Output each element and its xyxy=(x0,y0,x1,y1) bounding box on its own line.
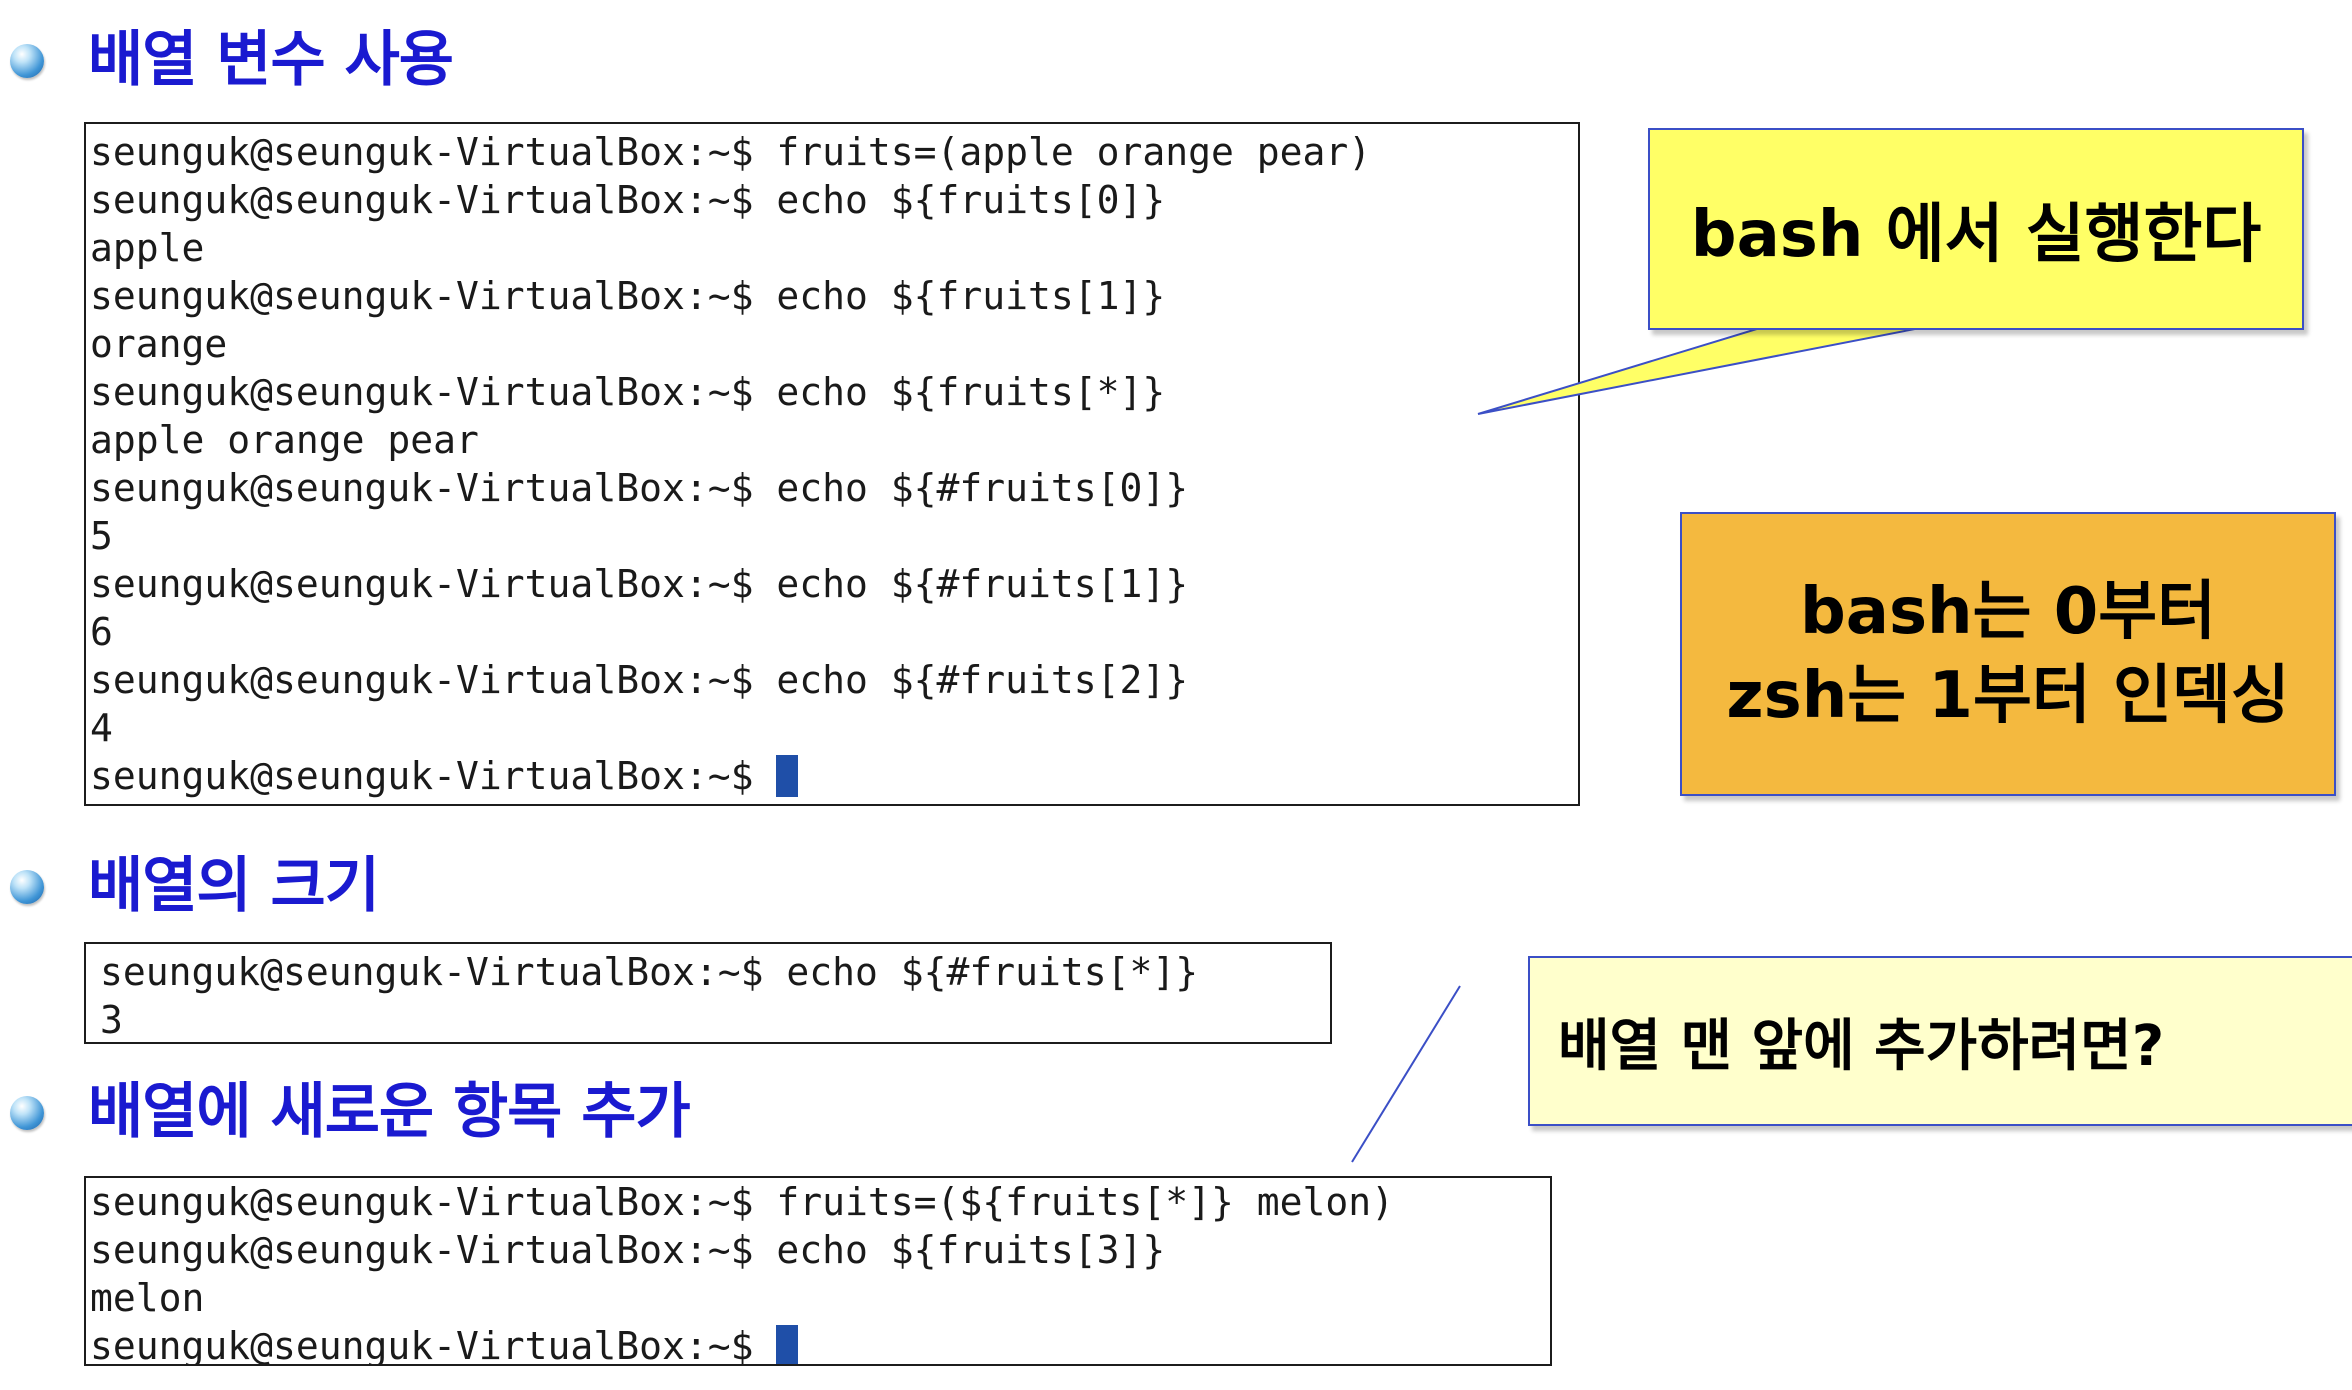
terminal-line: seunguk@seunguk-VirtualBox:~$ fruits=(ap… xyxy=(90,130,1372,174)
terminal-line: 3 xyxy=(100,998,123,1042)
terminal-line: 5 xyxy=(90,514,113,558)
terminal-line: 4 xyxy=(90,706,113,750)
terminal-line: apple orange pear xyxy=(90,418,479,462)
callout-text: 배열 맨 앞에 추가하려면? xyxy=(1558,1013,2165,1079)
terminal-prompt-line: seunguk@seunguk-VirtualBox:~$ xyxy=(90,752,1578,800)
terminal-array-usage: seunguk@seunguk-VirtualBox:~$ fruits=(ap… xyxy=(84,122,1580,806)
terminal-line: melon xyxy=(90,1276,205,1320)
callout-pointer-question xyxy=(1351,985,1461,1163)
terminal-add-item: seunguk@seunguk-VirtualBox:~$ fruits=(${… xyxy=(84,1176,1552,1366)
terminal-prompt: seunguk@seunguk-VirtualBox:~$ xyxy=(90,1324,777,1366)
section-title-add-item: 배열에 새로운 항목 추가 xyxy=(88,1077,691,1147)
callout-text-line: zsh는 1부터 인덱싱 xyxy=(1726,659,2290,733)
section-bullet-icon xyxy=(10,870,44,904)
callout-question: 배열 맨 앞에 추가하려면? xyxy=(1528,956,2352,1126)
section-bullet-icon xyxy=(10,44,44,78)
terminal-line: orange xyxy=(90,322,228,366)
terminal-line: seunguk@seunguk-VirtualBox:~$ echo ${fru… xyxy=(90,370,1166,414)
terminal-line: seunguk@seunguk-VirtualBox:~$ echo ${fru… xyxy=(90,1228,1166,1272)
terminal-line: seunguk@seunguk-VirtualBox:~$ echo ${#fr… xyxy=(100,950,1199,994)
callout-indexing-note: bash는 0부터 zsh는 1부터 인덱싱 xyxy=(1680,512,2336,796)
terminal-cursor xyxy=(776,755,799,797)
terminal-line: seunguk@seunguk-VirtualBox:~$ echo ${#fr… xyxy=(90,658,1189,702)
terminal-line: seunguk@seunguk-VirtualBox:~$ echo ${fru… xyxy=(90,178,1166,222)
callout-run-in-bash: bash 에서 실행한다 xyxy=(1648,128,2304,330)
callout-text-line: bash는 0부터 xyxy=(1799,575,2217,649)
section-bullet-icon xyxy=(10,1096,44,1130)
terminal-cursor xyxy=(776,1325,799,1364)
terminal-line: seunguk@seunguk-VirtualBox:~$ echo ${#fr… xyxy=(90,466,1189,510)
terminal-prompt-line: seunguk@seunguk-VirtualBox:~$ xyxy=(90,1322,1550,1366)
terminal-prompt: seunguk@seunguk-VirtualBox:~$ xyxy=(90,754,777,798)
callout-pointer-bash xyxy=(1477,327,1921,415)
terminal-array-size: seunguk@seunguk-VirtualBox:~$ echo ${#fr… xyxy=(84,942,1332,1044)
terminal-line: seunguk@seunguk-VirtualBox:~$ echo ${fru… xyxy=(90,274,1166,318)
callout-text: bash 에서 실행한다 xyxy=(1690,198,2262,272)
terminal-line: 6 xyxy=(90,610,113,654)
section-title-array-size: 배열의 크기 xyxy=(88,851,380,921)
terminal-line: seunguk@seunguk-VirtualBox:~$ echo ${#fr… xyxy=(90,562,1189,606)
terminal-line: apple xyxy=(90,226,205,270)
terminal-line: seunguk@seunguk-VirtualBox:~$ fruits=(${… xyxy=(90,1180,1395,1224)
section-title-array-usage: 배열 변수 사용 xyxy=(88,25,454,95)
